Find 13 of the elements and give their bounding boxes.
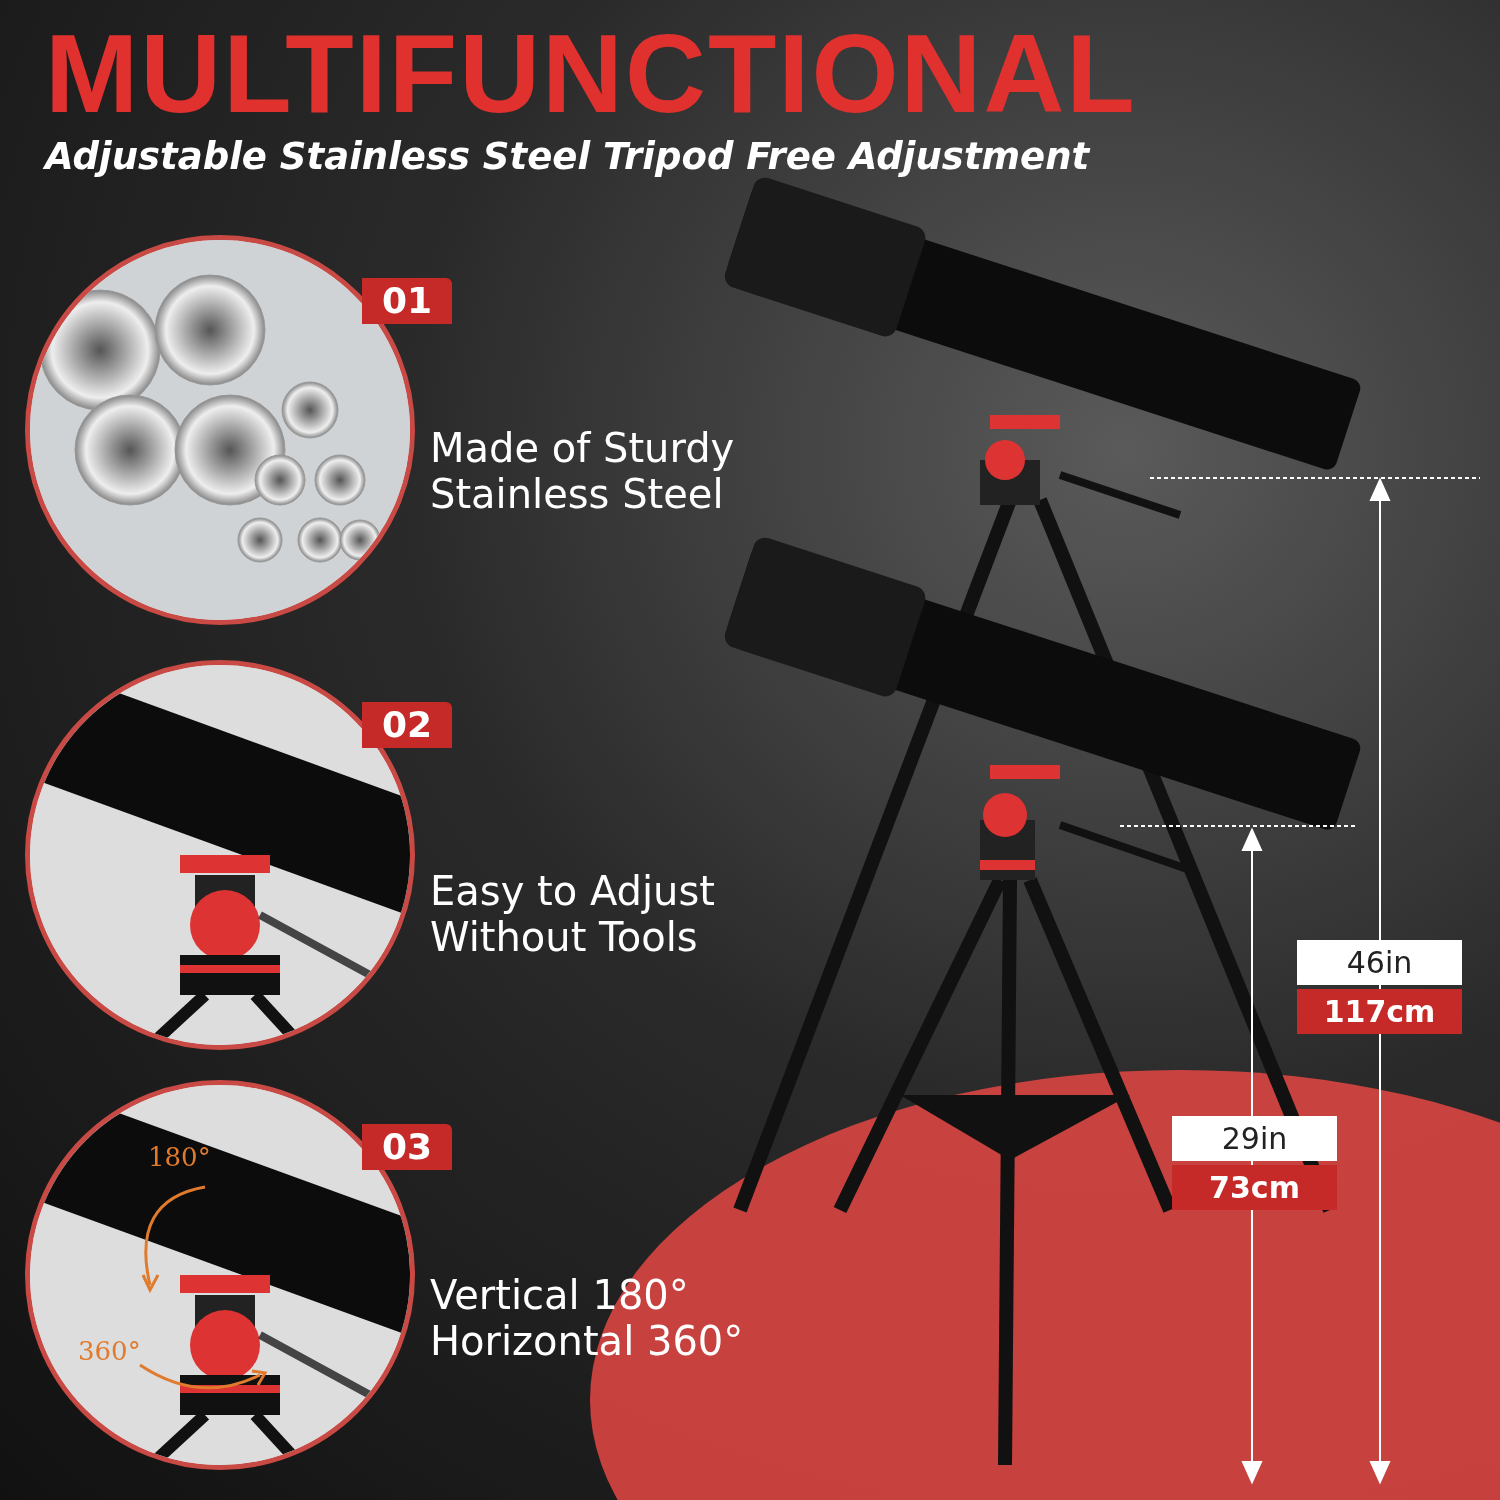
subtitle: Adjustable Stainless Steel Tripod Free Adjustment <box>45 135 1090 178</box>
step-number: 01 <box>362 278 452 324</box>
step-number: 03 <box>362 1124 452 1170</box>
dimension-label: 29in <box>1172 1116 1337 1161</box>
feature-text: Made of Sturdy Stainless Steel <box>430 425 736 517</box>
angle-label: 360° <box>78 1336 141 1366</box>
step-number: 02 <box>362 702 452 748</box>
angle-label: 180° <box>148 1142 211 1172</box>
dimension-label: 46in <box>1297 940 1462 985</box>
headline: MULTIFUNCTIONAL <box>45 18 1137 130</box>
feature-text: Easy to Adjust Without Tools <box>430 868 716 960</box>
dimension-label: 73cm <box>1172 1165 1337 1210</box>
dimension-label: 117cm <box>1297 989 1462 1034</box>
